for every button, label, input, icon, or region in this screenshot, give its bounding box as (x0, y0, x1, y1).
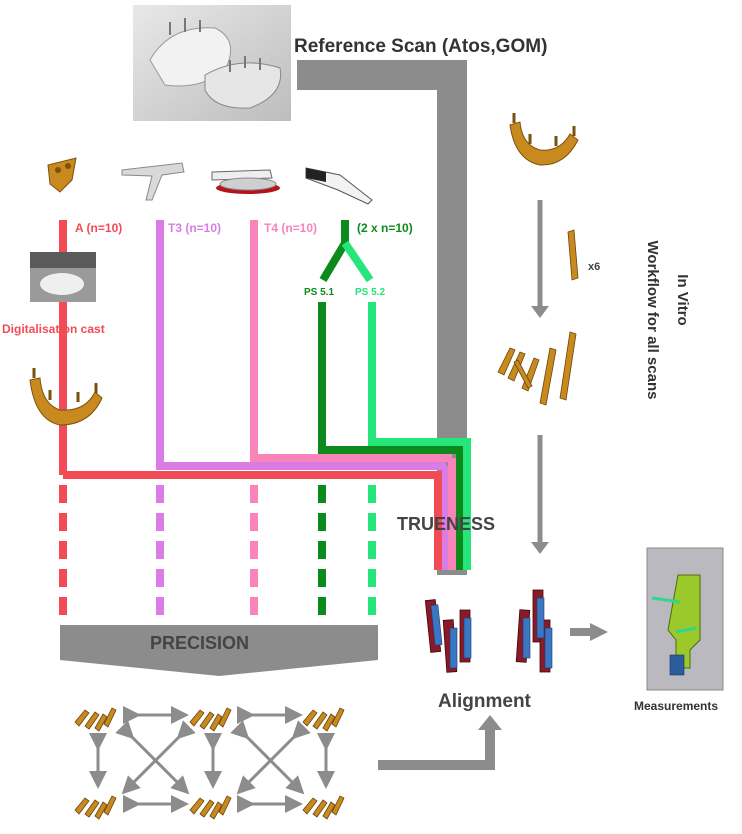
analog-group-2 (189, 707, 232, 732)
precision-funnel (60, 625, 378, 676)
x6-label: x6 (588, 261, 600, 273)
analog-group-3 (302, 707, 345, 732)
reference-path (297, 60, 467, 575)
group-a-trueness-line (63, 471, 442, 570)
single-analog-icon (567, 229, 579, 281)
group-a-label: A (n=10) (75, 221, 122, 235)
measurements-label: Measurements (634, 699, 718, 713)
precision-analog-groups (74, 707, 345, 820)
ps52-line (368, 302, 471, 570)
scanner-t3-icon (121, 162, 185, 201)
analog-cluster-icon (497, 331, 577, 406)
ps51-line (318, 302, 464, 570)
digitalisation-label: Digitalisation cast (2, 322, 105, 336)
group-t4-label: T4 (n=10) (264, 221, 317, 235)
reference-scan-label: Reference Scan (Atos,GOM) (294, 36, 547, 57)
analog-group-6 (302, 795, 345, 820)
analog-group-1 (74, 707, 117, 732)
jaw-model-left-icon (29, 368, 103, 426)
ps52-branch (341, 240, 374, 283)
ps51-label: PS 5.1 (304, 287, 334, 298)
group-t3-line (156, 220, 446, 470)
ps52-label: PS 5.2 (355, 287, 385, 298)
precision-label: PRECISION (150, 633, 249, 653)
comparison-arrows (89, 706, 335, 813)
trueness-label: TRUENESS (397, 514, 495, 534)
group-t3-label: T3 (n=10) (168, 221, 221, 235)
title-line2: Workflow for all scans (644, 241, 661, 400)
analog-group-5 (189, 795, 232, 820)
group-ps-label: (2 x n=10) (357, 221, 413, 235)
analog-model-icon (47, 157, 77, 193)
precision-to-alignment-connector (378, 728, 495, 770)
jaw-model-right-icon (509, 113, 579, 166)
analog-group-4 (74, 795, 117, 820)
title-line1: In Vitro (674, 274, 691, 325)
alignment-cylinders-icon (424, 589, 553, 673)
scanner-ps-icon (305, 167, 373, 205)
group-t4-line (250, 220, 452, 462)
digitalisation-cast-photo (30, 252, 96, 302)
measurements-render (646, 547, 724, 691)
alignment-arrowhead (478, 715, 502, 730)
reference-scan-photo (133, 5, 291, 121)
alignment-label: Alignment (438, 691, 532, 712)
ps51-branch (319, 240, 349, 283)
scanner-t4-icon (211, 169, 280, 194)
precision-dashes (59, 485, 376, 625)
